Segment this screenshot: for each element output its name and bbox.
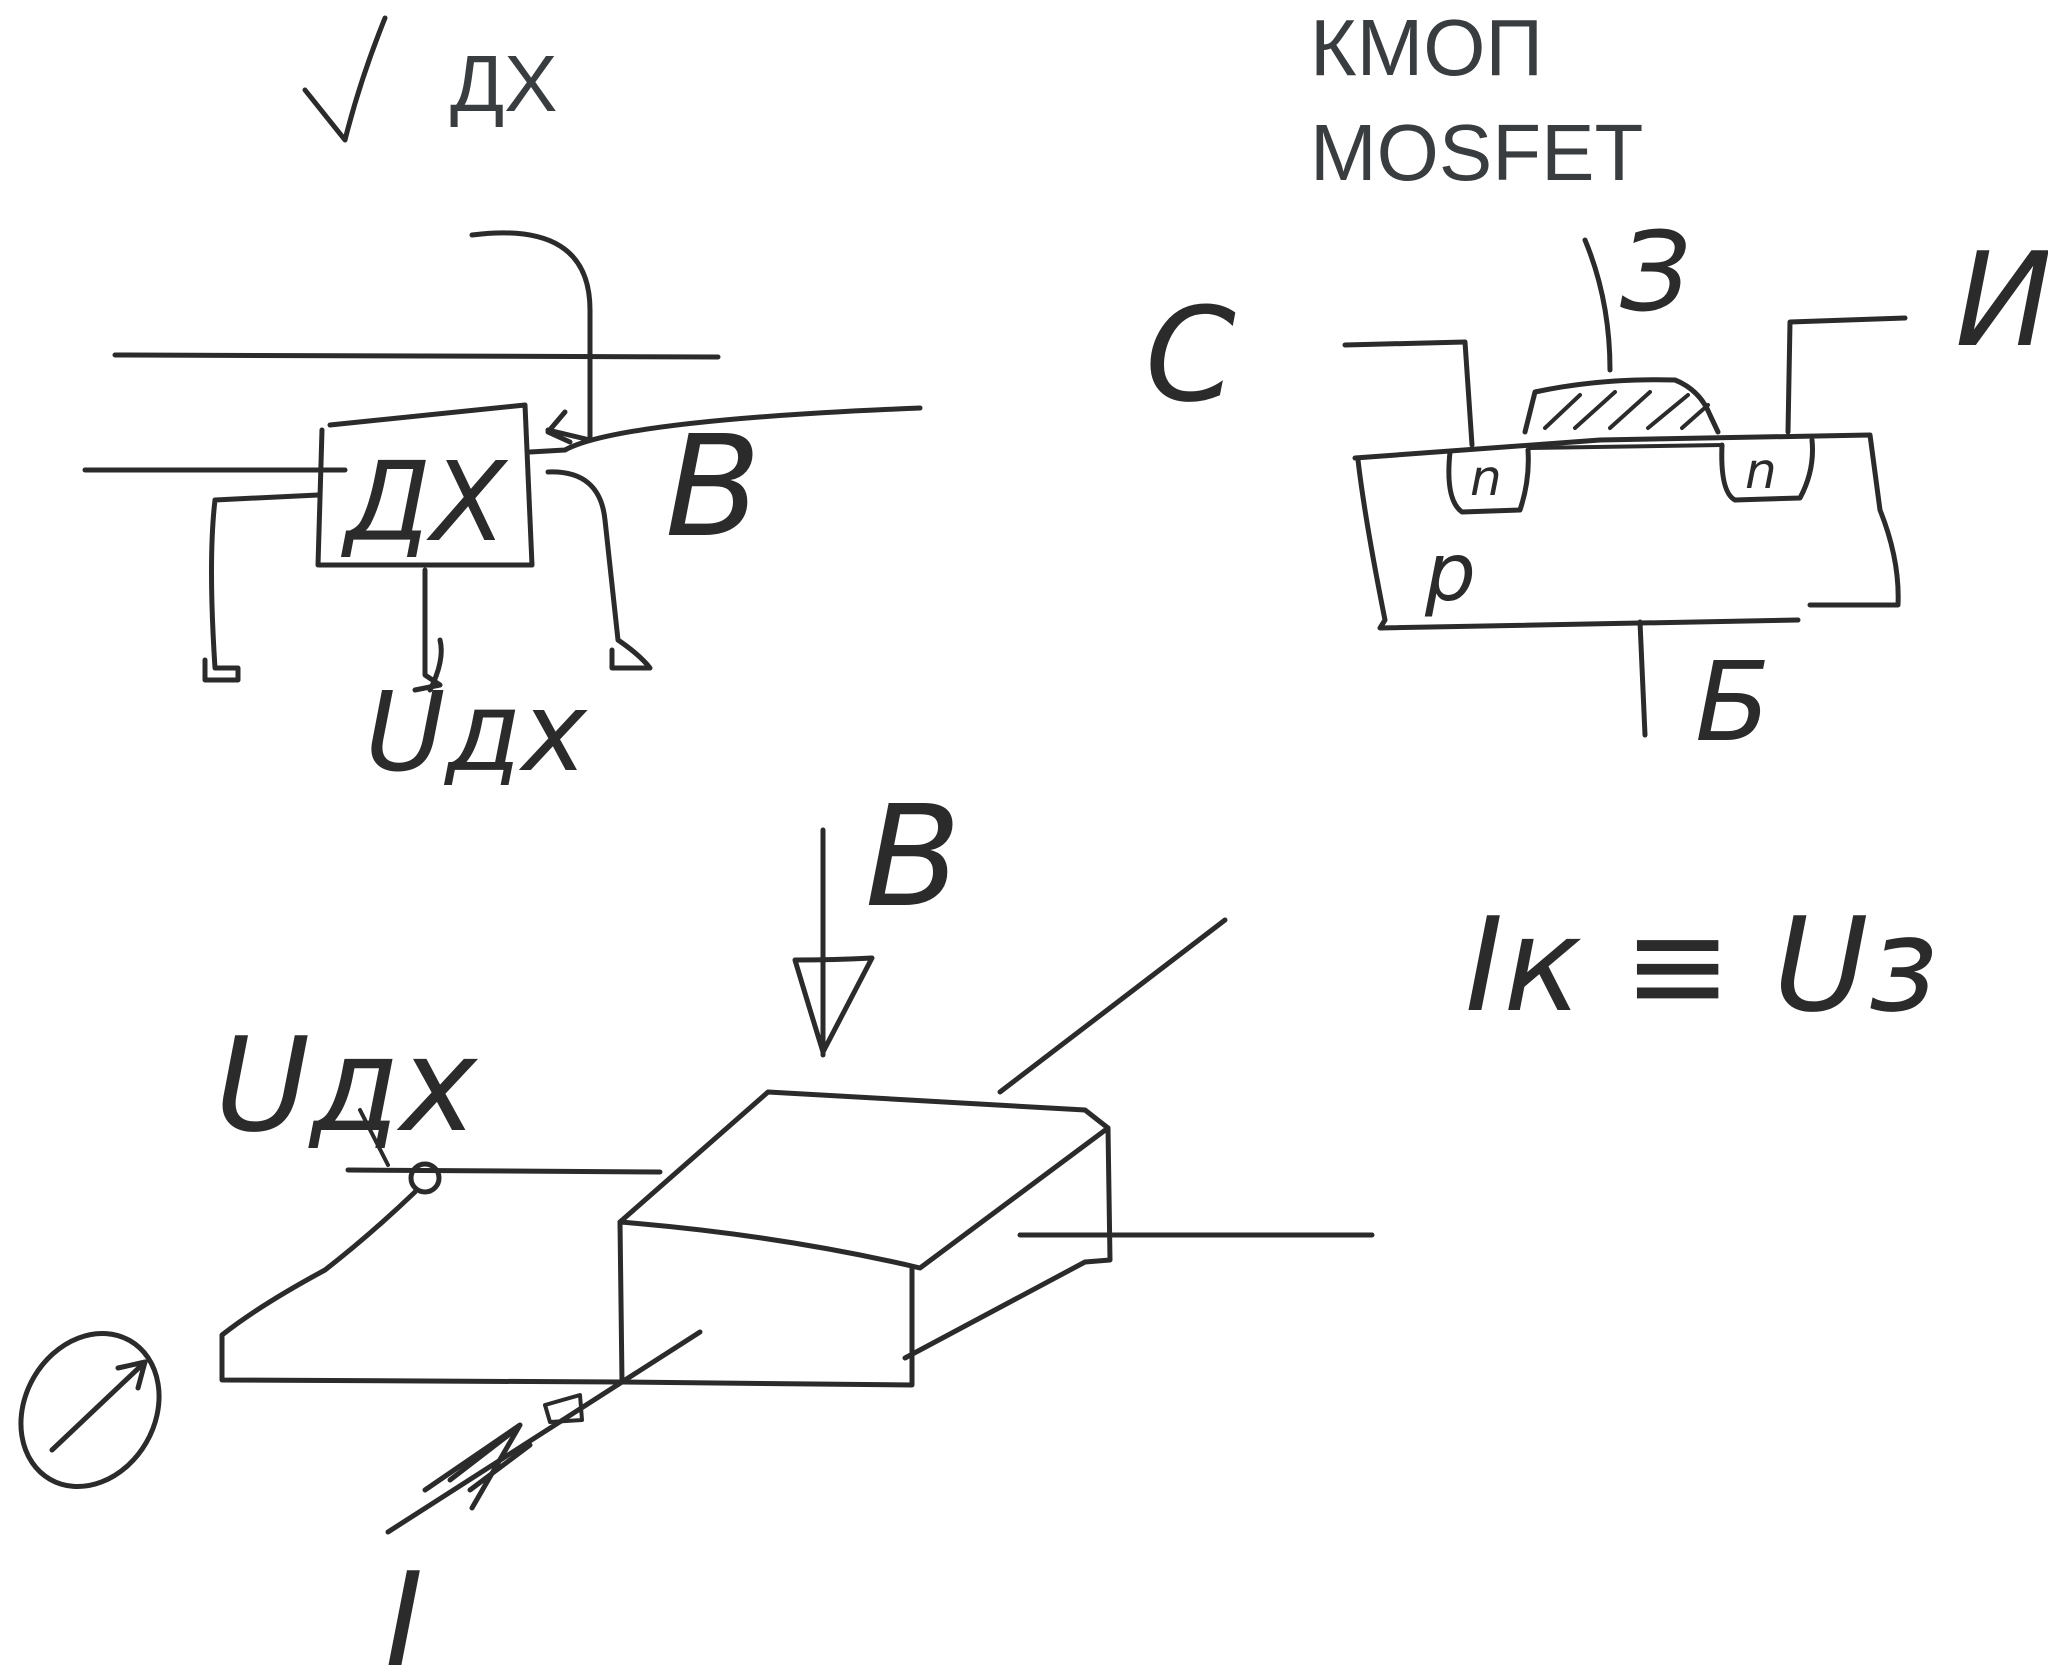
block-label: ДХ: [340, 438, 509, 566]
channel-line: [1528, 443, 1724, 450]
substrate-outline: [1352, 432, 1901, 631]
output-label: Uдх: [365, 668, 589, 796]
source-lead: [1342, 339, 1475, 448]
gate-lead: [1582, 237, 1613, 373]
checkmark-icon: [302, 15, 388, 143]
output-terminal: [408, 1161, 442, 1195]
hall-sensor-block: ДХ B Uдх: [82, 230, 923, 796]
field-arrow: [469, 230, 593, 443]
current-arrow-head: [422, 1422, 523, 1511]
right-line: [527, 405, 923, 455]
plate-side-face: [902, 1125, 1113, 1361]
gate-label: З: [1620, 208, 1691, 336]
formula: Iк ≡ Uз: [1465, 889, 1938, 1041]
substrate-lead: [1637, 619, 1648, 738]
source-label: С: [1145, 279, 1236, 431]
block-box: [315, 402, 535, 568]
mosfet-cross-section: С З И n n p Б Iк ≡ Uз: [1145, 208, 2048, 1041]
plate-depth-line: [997, 917, 1228, 1095]
field-label: B: [665, 406, 761, 569]
current-label: I: [385, 1544, 423, 1672]
drain-lead: [1785, 315, 1908, 435]
top-line: [112, 352, 721, 360]
field-label-bottom: B: [865, 776, 961, 939]
output-label-bottom: Uдх: [215, 1009, 479, 1161]
field-arrow-head: [545, 409, 573, 445]
p-region-label: p: [1424, 526, 1476, 619]
n-region-left-outline: [1446, 447, 1531, 515]
left-lead: [202, 492, 321, 683]
plate-top-face: [617, 1089, 1111, 1271]
hall-sensor-heading: ДХ: [450, 39, 558, 128]
plate-bottom-lead: [219, 1189, 623, 1385]
gate-electrode: [1522, 377, 1721, 435]
output-lead-tick: [427, 637, 444, 693]
mosfet-heading: MOSFET: [1310, 108, 1644, 197]
current-line: [385, 1329, 703, 1535]
n-region-right-outline: [1719, 437, 1815, 503]
output-label-arrow: [358, 1108, 390, 1167]
gate-hatch: [1543, 390, 1710, 430]
output-terminal-line: [345, 1167, 663, 1175]
current-junction: [543, 1393, 584, 1424]
n-region-right-label: n: [1745, 442, 1777, 500]
cmos-heading: КМОП: [1310, 3, 1543, 92]
right-lead: [545, 469, 653, 671]
current-arrow-feathers: [447, 1427, 533, 1493]
hall-plate-diagram: B Uдх I: [18, 776, 1375, 1672]
drain-label: И: [1955, 224, 2048, 376]
n-region-left-label: n: [1470, 449, 1502, 507]
substrate-label: Б: [1695, 638, 1770, 766]
plate-front-face: [617, 1219, 915, 1388]
field-arrow-down-head: [792, 955, 875, 1055]
current-source-icon: [18, 1330, 162, 1490]
